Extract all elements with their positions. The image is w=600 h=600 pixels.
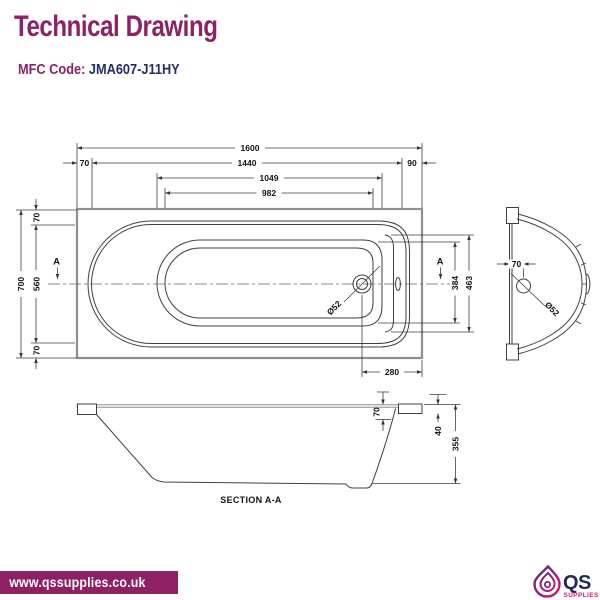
dim-drain-from-wall-label: 70 [512, 259, 522, 269]
dim-side-gap-top-label: 70 [32, 213, 42, 223]
dim-drain-diameter-end-label: Ø52 [543, 300, 562, 319]
section-view: 70 40 355 SECTION A-A [76, 391, 461, 505]
drain-recess [352, 274, 372, 294]
rim-inner-edge [91, 224, 407, 344]
qs-logo-text: QS [563, 572, 591, 594]
plan-view: Ø52 A A 1600 70 1440 90 [16, 143, 474, 377]
dim-bg [31, 270, 41, 298]
dim-edge-height-label: 40 [433, 426, 443, 436]
section-title: SECTION A-A [220, 495, 282, 505]
basin-opening [156, 239, 383, 327]
left-extension-lines [16, 209, 77, 359]
dim-drain-from-end-label: 280 [385, 367, 399, 377]
dim-overall-height-label: 355 [451, 437, 461, 451]
rim-flange-top [506, 207, 519, 224]
dim-overall-length-label: 1600 [241, 143, 260, 153]
dim-rim-width-label: 560 [32, 277, 42, 291]
dim-end-gap-left-label: 70 [80, 158, 90, 168]
dim-bg [16, 271, 26, 297]
dim-bg [451, 431, 460, 457]
dim-inner-length-label: 1440 [238, 158, 257, 168]
footer-website-text: www.qssupplies.co.uk [9, 575, 146, 590]
section-flange-left [77, 403, 97, 415]
dim-bg [450, 270, 460, 296]
overflow-hole [395, 277, 401, 291]
dim-drain-diameter-label: Ø52 [325, 298, 344, 317]
drain-hole-end-view [516, 278, 531, 294]
end-profile-inner [516, 218, 583, 350]
end-view: 70 Ø52 [497, 207, 591, 361]
dim-rim-depth-label: 70 [372, 407, 382, 417]
dim-bg [464, 270, 473, 296]
end-profile-ticks [575, 243, 587, 325]
dim-bg [254, 173, 284, 183]
right-extension-lines [378, 234, 474, 333]
dim-basin-opening-length-label: 1049 [260, 173, 279, 183]
dim-bg [232, 158, 262, 168]
dim-bg [380, 367, 404, 377]
drain-leader-line [343, 265, 381, 303]
end-profile-outer [517, 213, 588, 355]
qs-logo-subtext: SUPPLIES [564, 592, 599, 599]
footer-website-bar: www.qssupplies.co.uk [0, 571, 178, 594]
drain-hole [356, 278, 368, 290]
dim-overall-width-label: 700 [16, 277, 26, 291]
dim-side-gap-bottom-label: 70 [32, 346, 42, 356]
basin-floor [164, 247, 374, 319]
qs-logo-droplet-icon [533, 564, 561, 598]
overflow-bump [586, 273, 591, 295]
dim-bg [508, 259, 525, 269]
dim-end-gap-right-label: 90 [407, 158, 417, 168]
dim-rim-opening-width-label: 463 [464, 276, 474, 290]
mfc-code-label: MFC Code: [18, 62, 86, 78]
rim-band [76, 404, 423, 408]
section-profile [96, 408, 396, 489]
dim-basin-opening-width-label: 384 [450, 276, 460, 290]
end-wall-contour [384, 234, 394, 333]
section-marker-a-left: A [53, 257, 60, 268]
dim-basin-floor-length-label: 982 [262, 188, 276, 198]
page-title: Technical Drawing [14, 10, 218, 43]
qs-supplies-logo: QS SUPPLIES [533, 564, 599, 599]
mfc-code-line: MFC Code: JMA607-J11HY [18, 62, 180, 78]
dim-bg [256, 188, 282, 198]
mfc-code-value: JMA607-J11HY [88, 62, 180, 78]
bath-outline-plan [75, 207, 424, 360]
rim-flange-bottom [506, 343, 519, 361]
dim-bg [235, 143, 265, 153]
rim-outer-edge [87, 220, 410, 348]
section-marker-a-right: A [437, 257, 444, 268]
drain-leader-line-end [510, 273, 546, 307]
section-flange-right [398, 403, 423, 414]
